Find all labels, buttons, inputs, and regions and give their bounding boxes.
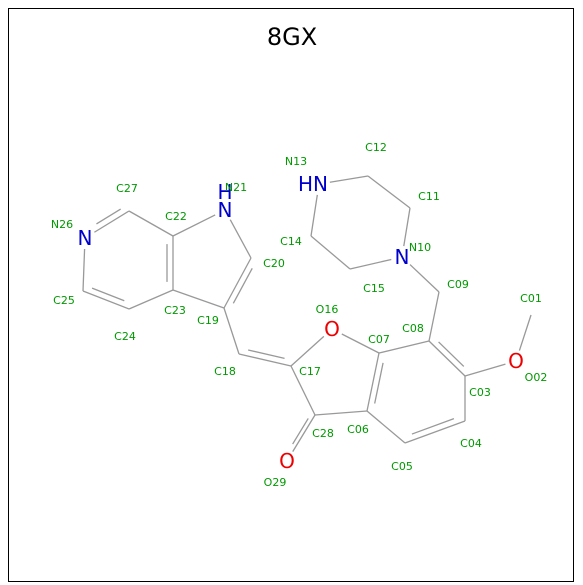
bond-c17-c18 (238, 353, 292, 367)
bond-c28-c06 (314, 410, 368, 416)
atom-id-c08: C08 (402, 322, 424, 335)
bond-c07-c08 (378, 340, 430, 354)
bond-double-c19-c20 (232, 268, 253, 304)
atom-id-c18: C18 (214, 365, 236, 378)
bond-n10-c11 (403, 207, 411, 247)
atom-id-c01: C01 (520, 292, 542, 305)
atom-id-n26: N26 (51, 218, 73, 231)
bond-c07-o16 (341, 333, 380, 354)
atom-id-c06: C06 (347, 423, 369, 436)
atom-id-c11: C11 (418, 190, 440, 203)
atom-id-c27: C27 (116, 182, 138, 195)
atom-id-c04: C04 (460, 437, 482, 450)
atom-symbol-n21-1: N (218, 198, 233, 222)
bond-double-c06-c07 (374, 362, 384, 404)
bond-c27-c22 (128, 210, 174, 237)
bond-double-c17-c18 (248, 349, 285, 359)
bond-c25-n26 (82, 248, 86, 292)
atom-id-c14: C14 (280, 235, 302, 248)
atom-id-c19: C19 (197, 314, 219, 327)
bond-c14-c15 (310, 235, 351, 270)
atom-id-n10: N10 (409, 241, 431, 254)
bond-o16-c17 (290, 335, 325, 367)
atom-symbol-o29: O (279, 449, 295, 473)
atom-id-c23: C23 (164, 304, 186, 317)
bond-double-c28-o29 (292, 418, 309, 445)
bond-n21-c22 (172, 214, 216, 237)
bond-c23-c19 (172, 289, 225, 309)
bond-c20-n21 (229, 219, 252, 259)
atom-id-c09: C09 (447, 278, 469, 291)
bond-c11-c12 (367, 175, 411, 209)
bond-c17-c28 (290, 365, 316, 416)
atom-id-o16: O16 (316, 303, 339, 316)
atom-id-c12: C12 (365, 141, 387, 154)
atom-id-c22: C22 (165, 210, 187, 223)
atom-symbol-n21-0: H (217, 180, 232, 204)
bond-c08-c09 (428, 291, 440, 342)
atom-symbol-n26: N (78, 226, 93, 250)
bond-c09-n10 (409, 264, 440, 293)
atom-id-c03: C03 (469, 386, 491, 399)
atom-symbol-n10: N (395, 245, 410, 269)
molecule-diagram: NHNHNNOOOC01O02C03C04C05C06C07C08C09N10C… (51, 141, 548, 489)
bond-c15-n10 (349, 258, 392, 270)
atom-symbol-o16: O (324, 317, 340, 341)
atom-id-o29: O29 (264, 476, 287, 489)
atom-id-c24: C24 (114, 330, 136, 343)
atom-symbol-n13: HN (298, 172, 328, 196)
atom-id-c20: C20 (263, 257, 285, 270)
atom-id-c07: C07 (368, 333, 390, 346)
bond-n26-c27 (94, 210, 130, 233)
bond-c28-o29 (292, 414, 316, 452)
bond-c01-o02 (518, 314, 532, 351)
bond-o02-c03 (464, 363, 506, 377)
bond-double-c24-c25 (91, 287, 125, 302)
bond-c05-c06 (366, 410, 406, 444)
atom-id-n21: N21 (225, 181, 247, 194)
molecule-title: 8GX (266, 23, 318, 51)
atom-id-c28: C28 (312, 427, 334, 440)
bond-c18-c19 (223, 307, 240, 355)
bond-n13-c14 (310, 194, 318, 237)
bond-double-c27-n26 (96, 208, 122, 225)
bond-double-c03-c08 (438, 341, 465, 367)
atom-id-o02: O02 (525, 371, 548, 384)
bond-c08-c03 (428, 340, 466, 377)
atom-id-c05: C05 (391, 460, 413, 473)
atom-id-c15: C15 (363, 282, 385, 295)
bond-c24-c25 (82, 290, 130, 310)
atom-id-c25: C25 (53, 294, 75, 307)
atom-symbol-o02: O (508, 349, 524, 373)
bond-c23-c24 (128, 289, 174, 310)
bond-double-c04-c05 (411, 418, 455, 435)
bond-c19-c20 (223, 257, 252, 309)
atom-id-c17: C17 (299, 365, 321, 378)
bond-c06-c07 (366, 352, 380, 412)
bond-c12-n13 (329, 175, 369, 183)
atom-id-n13: N13 (285, 155, 307, 168)
bond-c04-c05 (404, 420, 466, 444)
